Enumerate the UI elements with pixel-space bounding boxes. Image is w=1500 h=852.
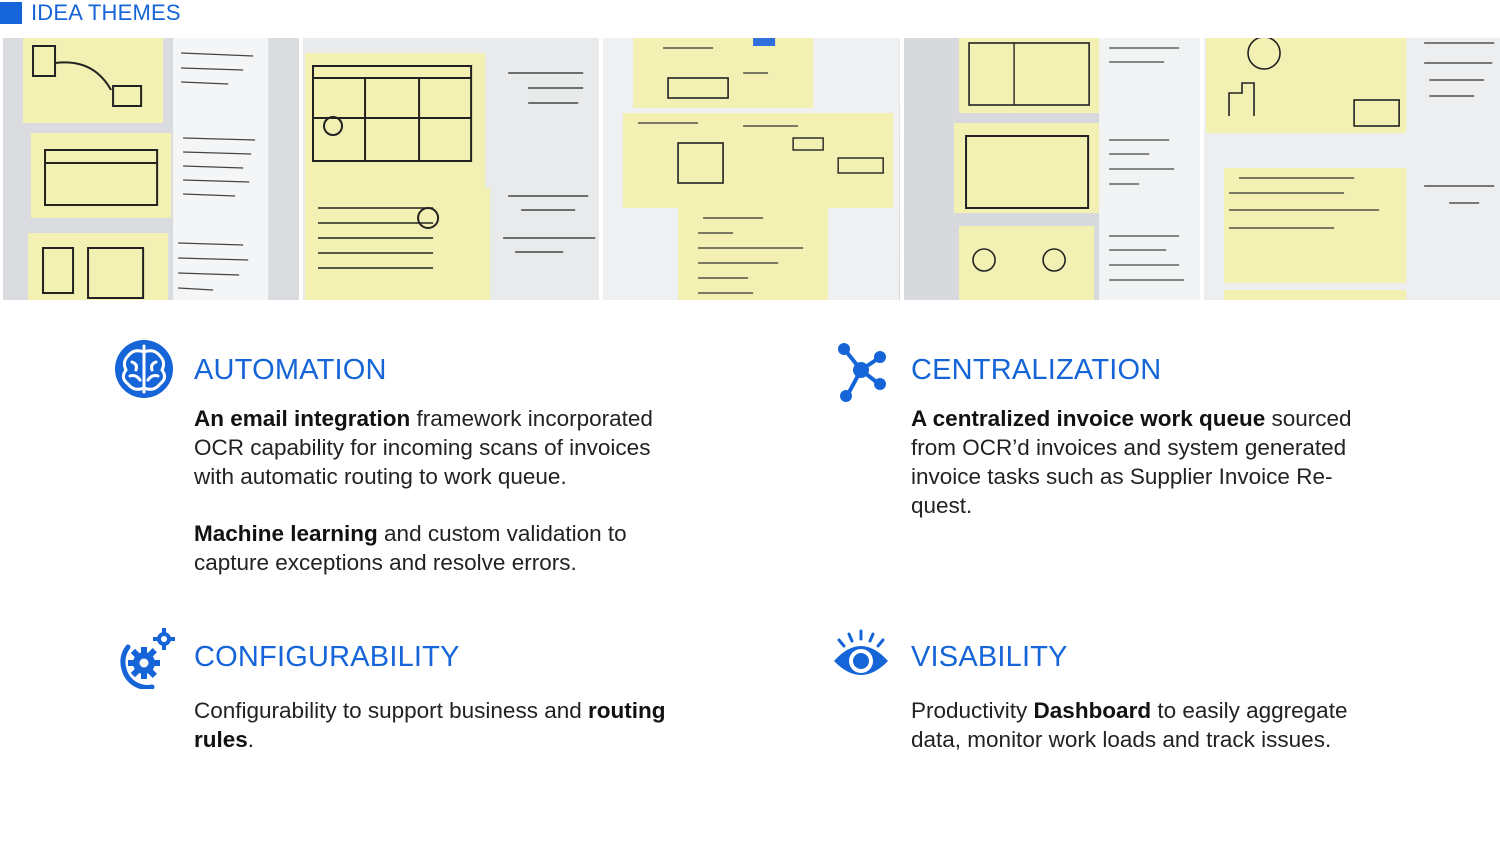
automation-heading: AUTOMATION (194, 354, 387, 386)
automation-p2-text: and custom validation to capture excepti… (194, 521, 627, 575)
automation-paragraph-2: Machine learning and custom validation t… (194, 519, 694, 577)
sketch-photo-5 (1203, 38, 1500, 300)
header-accent-bar (0, 2, 22, 24)
sketch-photo-2 (303, 38, 600, 300)
centralization-section: CENTRALIZATION A centralized invoice wor… (831, 338, 1352, 538)
visability-heading: VISABILITY (911, 641, 1068, 673)
sketch-photo-3 (603, 38, 900, 300)
centralization-heading: CENTRALIZATION (911, 354, 1162, 386)
visability-p1-text: to easily aggregate data, monitor work l… (911, 698, 1348, 752)
configurability-p1-pre: Configurability to support business and (194, 698, 588, 723)
centralization-p1-text: sourced from OCR’d invoices and system g… (911, 406, 1352, 518)
visability-p1-pre: Productivity (911, 698, 1034, 723)
visability-paragraph: Productivity Dashboard to easily aggrega… (911, 696, 1381, 754)
hub-network-icon (838, 343, 886, 402)
configurability-section: CONFIGURABILITY Configurability to suppo… (114, 625, 665, 765)
automation-section: AUTOMATION An email integration framewor… (114, 338, 653, 588)
slide-title: IDEA THEMES (31, 0, 181, 25)
slide-header: IDEA THEMES (0, 0, 181, 26)
centralization-paragraph: A centralized invoice work queue sourced… (911, 404, 1371, 520)
automation-p1-text: framework incorporated OCR capability fo… (194, 406, 653, 489)
eye-icon (834, 629, 888, 675)
sketch-photo-4 (903, 38, 1200, 300)
visability-section: VISABILITY Productivity Dashboard to eas… (831, 625, 1351, 765)
configurability-p1-post: . (247, 727, 255, 752)
automation-p1-bold: An email integration (194, 406, 411, 431)
photo-strip (3, 38, 1500, 300)
configurability-heading: CONFIGURABILITY (194, 641, 460, 673)
brain-icon (115, 340, 173, 398)
automation-paragraph-1: An email integration framework incorpora… (194, 404, 694, 491)
gears-icon (120, 628, 175, 689)
automation-p2-bold: Machine learning (194, 521, 378, 546)
centralization-p1-bold: A centralized invoice work queue (911, 406, 1266, 431)
configurability-p1-bold: routing rules (194, 698, 666, 752)
sketch-photo-1 (3, 38, 300, 300)
configurability-paragraph: Configurability to support business and … (194, 696, 694, 754)
visability-p1-bold: Dashboard (1033, 698, 1152, 723)
